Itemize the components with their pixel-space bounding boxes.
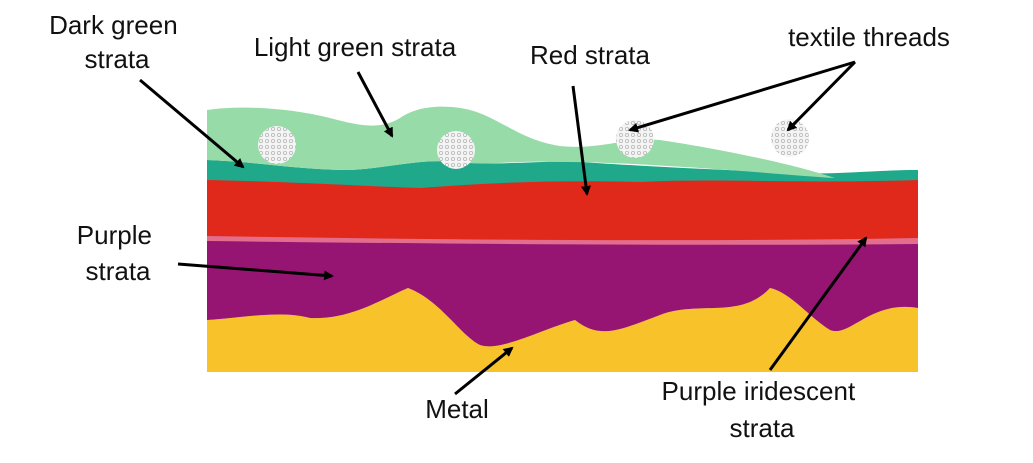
textile-thread bbox=[258, 126, 296, 164]
arrow-textile-1 bbox=[628, 60, 856, 133]
textile-thread bbox=[616, 120, 654, 158]
arrow-textile-2 bbox=[786, 60, 857, 132]
purple-layer bbox=[207, 237, 918, 347]
textile-thread bbox=[771, 119, 809, 157]
arrow-purple-iridescent bbox=[768, 236, 868, 371]
arrow-purple bbox=[177, 262, 334, 281]
label-purple-iridescent: Purple iridescent strata bbox=[662, 376, 863, 443]
label-metal: Metal bbox=[425, 394, 489, 424]
textile-thread bbox=[437, 131, 475, 169]
arrow-red bbox=[571, 85, 591, 196]
light-green-layer bbox=[207, 106, 835, 178]
arrow-light-green bbox=[356, 71, 394, 138]
label-light-green: Light green strata bbox=[254, 32, 457, 62]
dark-green-layer bbox=[207, 160, 918, 188]
arrow-dark-green bbox=[139, 78, 245, 169]
metal-layer bbox=[207, 288, 918, 372]
label-textile: textile threads bbox=[788, 22, 950, 52]
label-dark-green: Dark green strata bbox=[49, 10, 185, 74]
label-purple: Purple strata bbox=[77, 220, 159, 286]
arrow-metal bbox=[454, 346, 514, 396]
label-red: Red strata bbox=[530, 40, 650, 70]
red-layer bbox=[207, 178, 918, 241]
